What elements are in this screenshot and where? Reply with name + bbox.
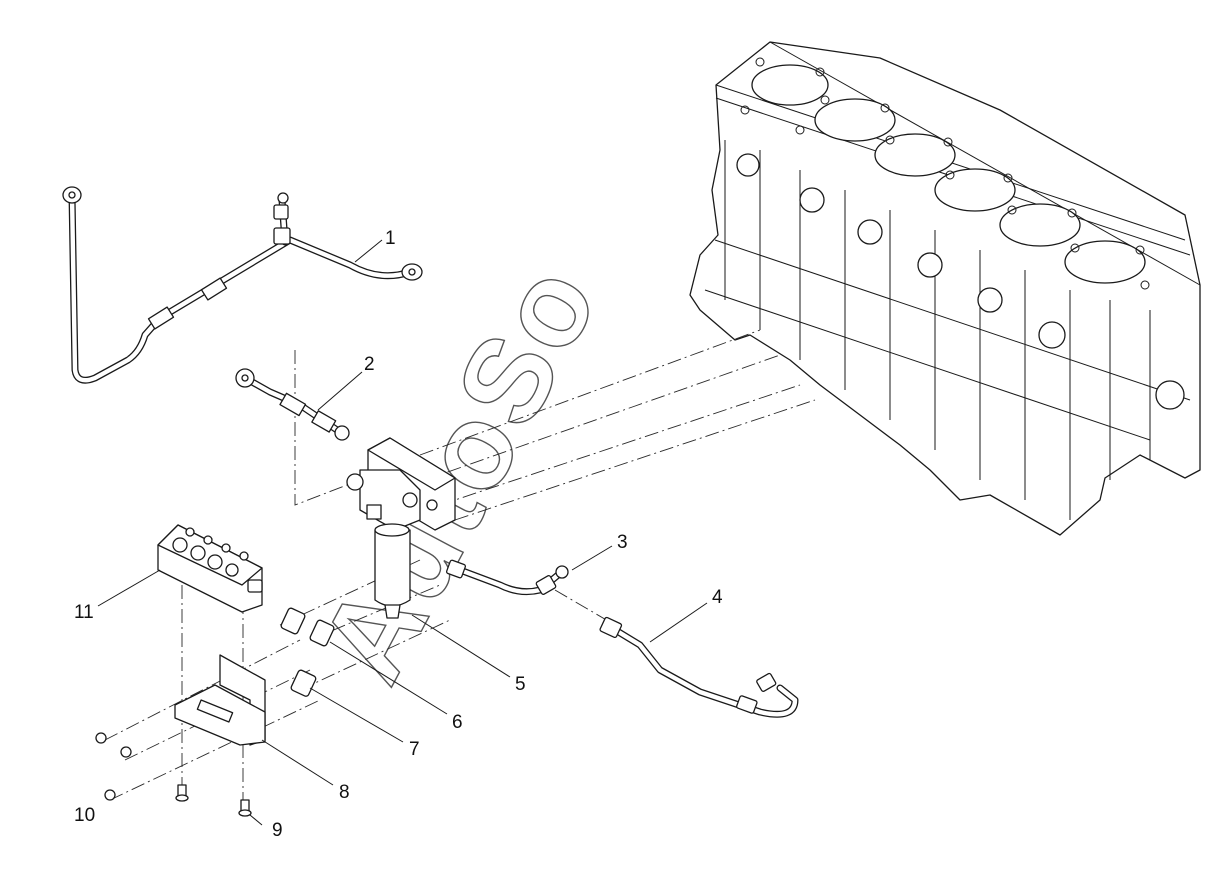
part-fitting-upper <box>280 607 306 635</box>
part-11-manifold <box>157 524 263 613</box>
label-1: 1 <box>385 228 396 249</box>
part-10-bolts <box>95 732 132 801</box>
label-9: 9 <box>272 820 283 841</box>
part-7-fitting <box>290 669 317 697</box>
part-2-hose <box>235 368 350 441</box>
part-3-hose <box>446 559 569 596</box>
label-10: 10 <box>74 805 95 826</box>
part-4-hose <box>599 616 799 718</box>
part-8-bracket <box>174 654 266 746</box>
label-5: 5 <box>515 674 526 695</box>
callout-labels: 1 2 3 4 5 6 7 8 9 10 11 <box>74 228 723 841</box>
leader-lines <box>97 239 708 826</box>
label-6: 6 <box>452 712 463 733</box>
part-1-pipe <box>62 186 423 384</box>
label-8: 8 <box>339 782 350 803</box>
label-11: 11 <box>74 602 94 623</box>
engine-block <box>689 41 1201 536</box>
watermark-text: AutoSo <box>295 241 625 702</box>
label-4: 4 <box>712 587 723 608</box>
label-7: 7 <box>409 739 420 760</box>
part-9-bolts <box>175 784 252 817</box>
part-5-filter <box>346 437 456 619</box>
label-2: 2 <box>364 354 375 375</box>
part-6-fitting <box>309 619 335 647</box>
label-3: 3 <box>617 532 628 553</box>
